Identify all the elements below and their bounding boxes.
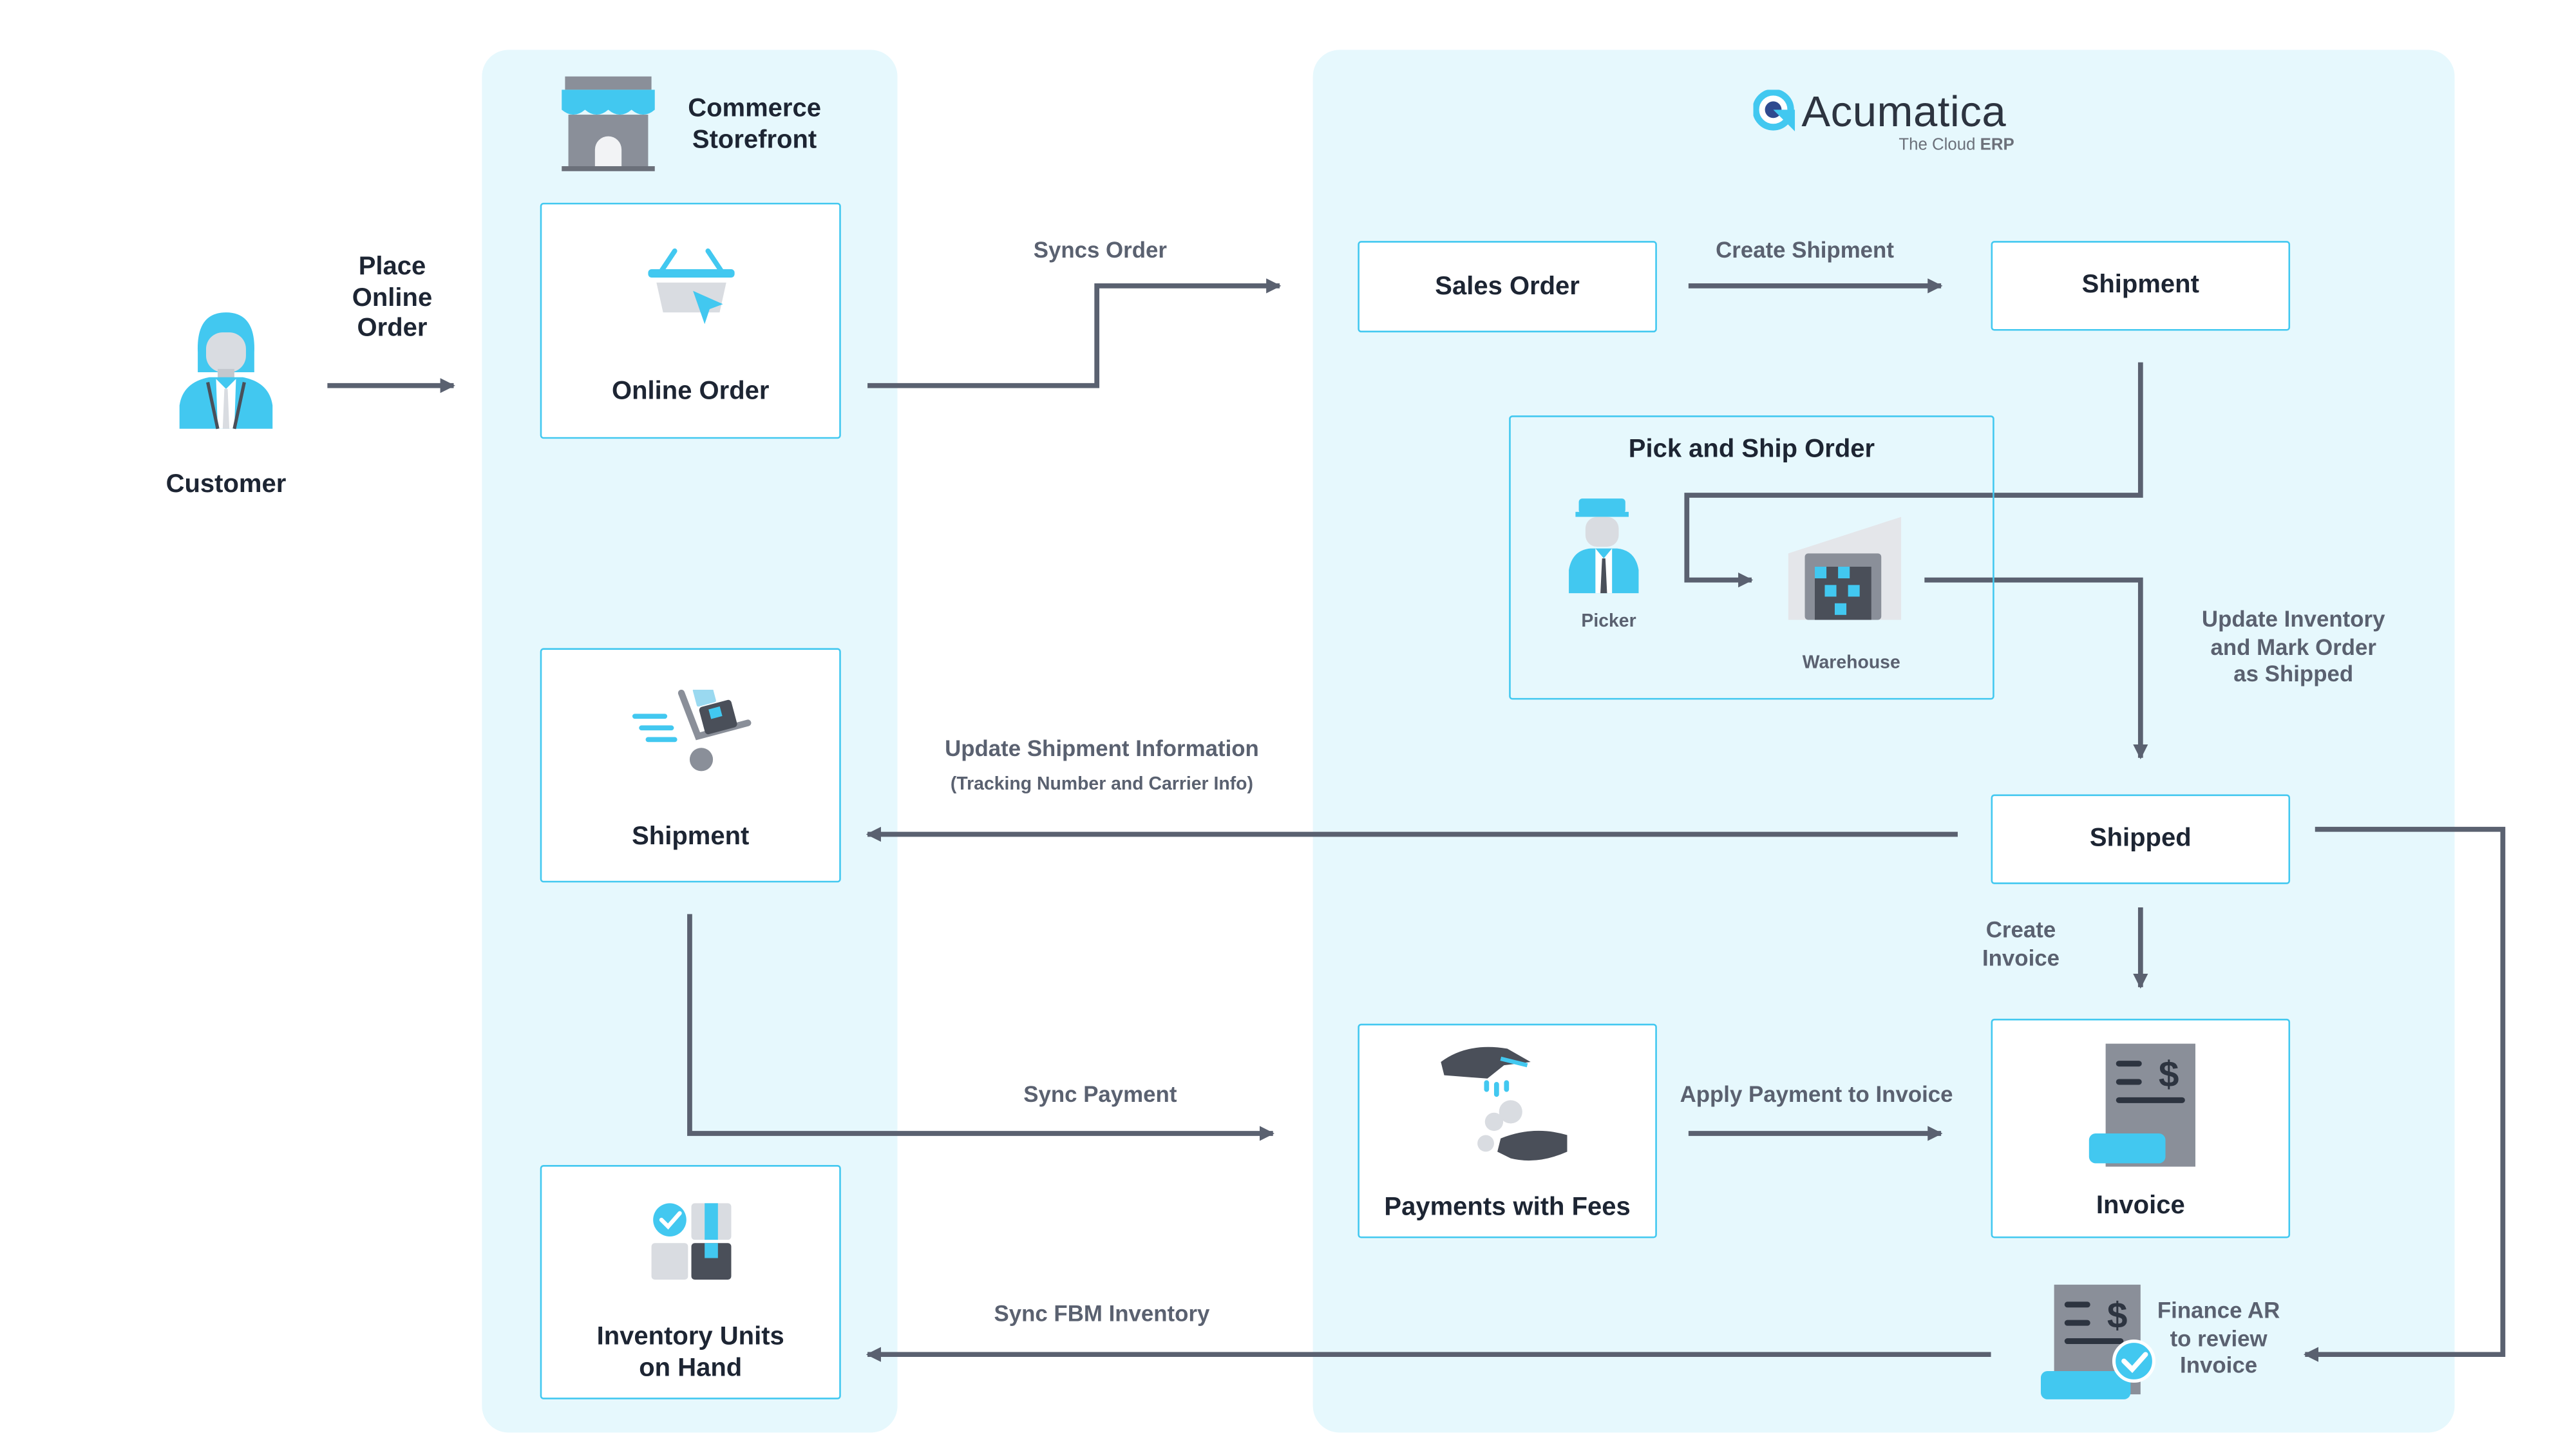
payments-label: Payments with Fees [1384, 1193, 1631, 1222]
payments-box: Payments with Fees [1358, 1023, 1657, 1238]
warehouse-icon [1788, 516, 1902, 620]
svg-text:$: $ [2107, 1296, 2128, 1336]
online-order-box: Online Order [540, 202, 841, 439]
arrow-shipment-to-picker [1684, 362, 2143, 588]
hand-truck-icon [632, 689, 752, 772]
customer-label: Customer [166, 470, 287, 499]
syncs-order-label: Syncs Order [1033, 238, 1167, 263]
update-shipment-sublabel: (Tracking Number and Carrier Info) [950, 774, 1253, 795]
sales-order-label: Sales Order [1435, 271, 1580, 300]
online-order-label: Online Order [611, 377, 770, 406]
shipped-label: Shipped [2089, 824, 2192, 853]
customer-icon [179, 312, 273, 430]
apply-payment-label: Apply Payment to Invoice [1680, 1081, 1953, 1107]
invoice-box: $ Invoice [1991, 1018, 2291, 1238]
erp-shipment-label: Shipment [2081, 270, 2199, 299]
commerce-shipment-label: Shipment [632, 822, 750, 851]
arrow-update-inventory [1924, 577, 2148, 760]
acumatica-tagline: The Cloud ERP [1899, 136, 2014, 155]
create-shipment-label: Create Shipment [1716, 238, 1894, 263]
sales-order-box: Sales Order [1358, 241, 1657, 333]
update-inventory-label: Update Inventory and Mark Order as Shipp… [2201, 606, 2385, 687]
inventory-box: Inventory Units on Hand [540, 1165, 841, 1399]
invoice-document-icon: $ [2088, 1043, 2195, 1167]
sync-fbm-label: Sync FBM Inventory [994, 1301, 1210, 1327]
commerce-shipment-box: Shipment [540, 648, 841, 883]
pick-ship-box [1509, 415, 1994, 700]
pick-ship-title: Pick and Ship Order [1628, 435, 1875, 464]
invoice-label: Invoice [2096, 1191, 2185, 1220]
finance-ar-icon: $ [2040, 1284, 2156, 1399]
svg-text:$: $ [2159, 1055, 2179, 1095]
picker-icon [1569, 498, 1639, 594]
picker-label: Picker [1581, 611, 1636, 632]
sync-payment-label: Sync Payment [1023, 1081, 1177, 1107]
inventory-boxes-icon [651, 1203, 732, 1280]
arrow-syncs-order [867, 278, 1282, 388]
payment-hands-icon [1441, 1046, 1567, 1161]
storefront-icon [562, 76, 655, 171]
place-order-label: Place Online Order [352, 252, 433, 343]
acumatica-logo-icon [1753, 90, 1795, 131]
finance-ar-label: Finance AR to review Invoice [2157, 1298, 2280, 1378]
inventory-label: Inventory Units on Hand [596, 1323, 784, 1383]
commerce-title: Commerce Storefront [688, 95, 821, 154]
warehouse-label: Warehouse [1802, 653, 1900, 674]
create-invoice-label: Create Invoice [1982, 917, 2060, 970]
acumatica-brand: Acumatica [1801, 86, 2007, 137]
arrow-sync-payment [687, 914, 1275, 1141]
update-shipment-label: Update Shipment Information [945, 736, 1259, 761]
tagline-emphasis: ERP [1980, 136, 2014, 155]
arrow-shipped-to-finance [2303, 826, 2506, 1362]
shipped-box: Shipped [1991, 794, 2291, 884]
erp-shipment-box: Shipment [1991, 241, 2291, 331]
shopping-basket-icon [648, 248, 735, 325]
